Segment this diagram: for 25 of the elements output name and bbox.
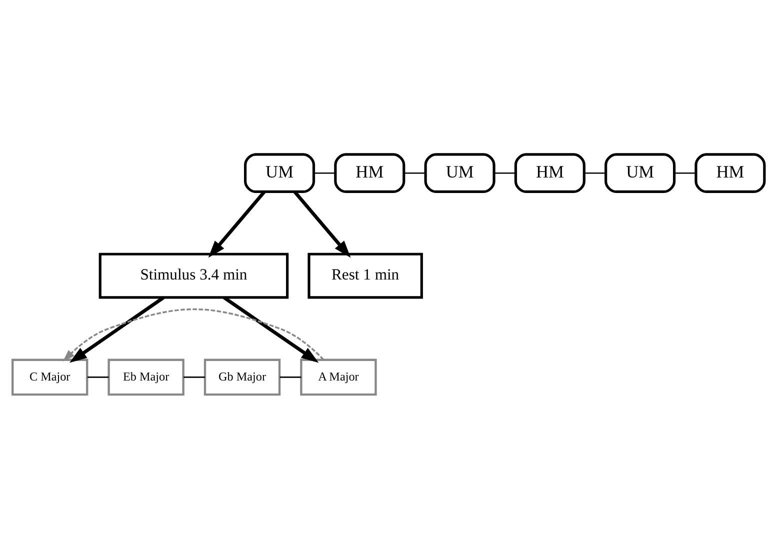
connector — [280, 376, 302, 378]
node-box: HM — [514, 152, 586, 193]
connector — [404, 172, 426, 174]
node-box: UM — [244, 152, 316, 193]
arrow — [62, 308, 324, 362]
connector — [674, 172, 696, 174]
node-box: Rest 1 min — [308, 252, 423, 298]
connector — [87, 376, 109, 378]
arrow — [69, 296, 165, 362]
node-box: HM — [334, 152, 406, 193]
node-box: Gb Major — [204, 358, 281, 396]
node-box: UM — [424, 152, 496, 193]
node-box: UM — [604, 152, 676, 193]
arrow — [293, 190, 351, 258]
node-box: Eb Major — [108, 358, 184, 396]
connector — [584, 172, 606, 174]
connector — [314, 172, 336, 174]
node-box: A Major — [300, 358, 377, 396]
arrow — [223, 296, 319, 362]
node-box: C Major — [12, 358, 88, 396]
connector — [184, 376, 205, 378]
node-box: Stimulus 3.4 min — [98, 252, 289, 298]
arrow — [208, 190, 266, 258]
connector — [494, 172, 516, 174]
node-box: HM — [694, 152, 766, 193]
